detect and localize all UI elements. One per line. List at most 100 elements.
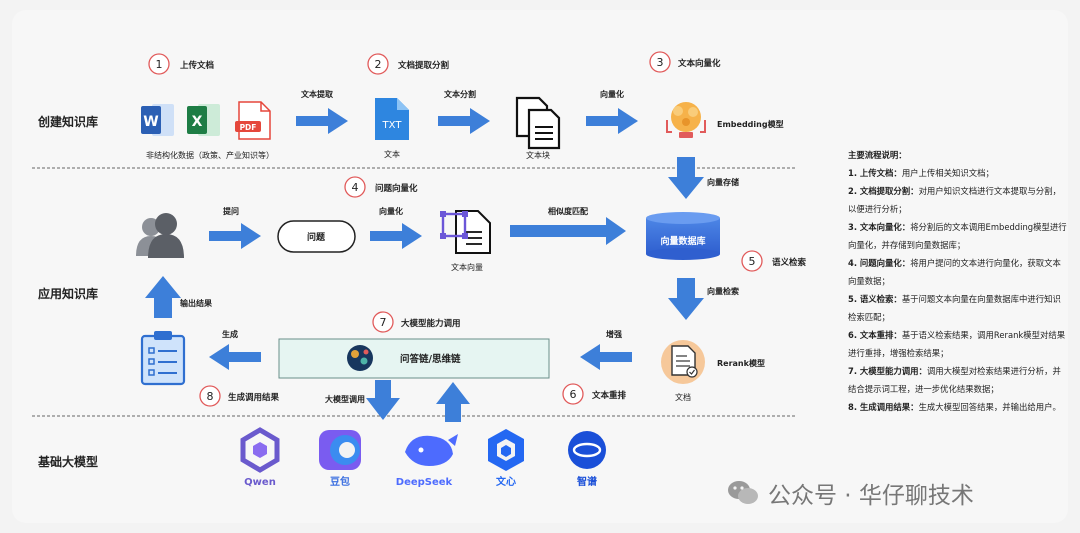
svg-text:W: W xyxy=(143,114,158,130)
doubao-logo-icon xyxy=(319,430,361,470)
retrieve-arrow xyxy=(668,278,704,320)
llm-call-down-arrow xyxy=(366,380,400,420)
model-name-doubao: 豆包 xyxy=(330,475,350,488)
section-apply-label: 应用知识库 xyxy=(38,286,98,301)
clipboard-result-icon xyxy=(140,331,186,386)
step-6-label: 文本重排 xyxy=(592,390,627,401)
store-arrow xyxy=(668,157,704,199)
deepseek-whale-icon xyxy=(405,434,458,466)
step-7-label: 大模型能力调用 xyxy=(401,318,461,329)
docs-caption: 非结构化数据（政策、产业知识等） xyxy=(146,150,274,160)
embedding-brain-icon xyxy=(666,102,706,138)
generate-arrow xyxy=(209,344,261,370)
note-item: 1. 上传文档：用户上传相关知识文档； xyxy=(848,168,994,178)
vectorize-arrow-label: 向量化 xyxy=(600,89,624,99)
step-3-marker: 3 文本向量化 xyxy=(649,51,721,73)
pdf-doc-icon: PDF xyxy=(235,101,271,140)
background-panel xyxy=(12,10,1068,523)
note-item: 6. 文本重排：基于语义检索结果，调用Rerank模型对结果进行重排，增强检索结… xyxy=(848,330,1066,358)
note-item: 2. 文档提取分割：对用户知识文档进行文本提取与分割，以便进行分析； xyxy=(848,186,1061,214)
step-5-marker: 5 语义检索 xyxy=(741,250,807,272)
text-vector-caption: 文本向量 xyxy=(451,262,483,272)
svg-text:4: 4 xyxy=(352,181,359,194)
rerank-caption: Rerank模型 xyxy=(717,358,765,368)
rerank-doc-icon xyxy=(661,340,705,384)
svg-text:3: 3 xyxy=(657,56,664,69)
model-name-qwen: Qwen xyxy=(244,477,276,488)
step-2-marker: 2 文档提取分割 xyxy=(367,53,450,75)
model-name-zhipu: 智谱 xyxy=(577,475,597,488)
llm-return-up-arrow xyxy=(436,382,470,422)
step-4-marker: 4 问题向量化 xyxy=(344,176,418,198)
vector-db-label: 向量数据库 xyxy=(660,235,705,247)
svg-text:2: 2 xyxy=(375,58,382,71)
step-3-label: 文本向量化 xyxy=(678,58,721,69)
wechat-icon xyxy=(728,481,758,504)
ask-arrow xyxy=(209,223,261,249)
model-doubao: 豆包 xyxy=(319,430,361,488)
svg-text:PDF: PDF xyxy=(240,123,257,132)
embedding-caption: Embedding模型 xyxy=(717,119,784,129)
step-4-label: 问题向量化 xyxy=(375,183,418,194)
note-item: 4. 问题向量化：将用户提问的文本进行向量化，获取文本向量数据； xyxy=(848,258,1061,286)
txt-file-icon: TXT xyxy=(375,98,409,140)
qa-chain-box: 问答链/思维链 xyxy=(278,338,550,379)
step-8-label: 生成调用结果 xyxy=(228,392,280,403)
enhance-arrow xyxy=(580,344,632,370)
ask-arrow-label: 提问 xyxy=(223,206,239,216)
chain-label: 问答链/思维链 xyxy=(400,353,461,365)
store-arrow-label: 向量存储 xyxy=(707,177,739,187)
svg-text:8: 8 xyxy=(207,390,214,403)
model-name-deepseek: DeepSeek xyxy=(396,477,453,488)
watermark: 公众号 · 华仔聊技术 xyxy=(726,476,974,510)
split-arrow-label: 文本分割 xyxy=(444,89,476,99)
svg-text:6: 6 xyxy=(570,388,577,401)
watermark-text: 公众号 · 华仔聊技术 xyxy=(768,483,974,509)
section-create-label: 创建知识库 xyxy=(37,114,98,129)
similarity-arrow xyxy=(510,217,626,245)
enhance-arrow-label: 增强 xyxy=(606,329,622,339)
svg-text:1: 1 xyxy=(156,58,163,71)
step-1-marker: 1 上传文档 xyxy=(148,53,215,75)
model-name-wenxin: 文心 xyxy=(496,475,516,488)
text-chunk-icon xyxy=(515,96,561,150)
model-zhipu: 智谱 xyxy=(568,431,606,488)
model-deepseek: DeepSeek xyxy=(396,434,458,488)
note-item: 8. 生成调用结果：生成大模型回答结果，并输出给用户。 xyxy=(848,402,1061,412)
word-doc-icon: W xyxy=(141,104,174,136)
qwen-logo-icon xyxy=(240,427,280,473)
process-notes: 主要流程说明： 1. 上传文档：用户上传相关知识文档； 2. 文档提取分割：对用… xyxy=(848,146,1068,416)
excel-doc-icon: X xyxy=(187,104,220,136)
note-item: 7. 大模型能力调用：调用大模型对检索结果进行分析，并结合提示词工程，进一步优化… xyxy=(848,366,1061,394)
generate-arrow-label: 生成 xyxy=(222,329,238,339)
question-label: 问题 xyxy=(307,231,326,243)
retrieve-arrow-label: 向量检索 xyxy=(707,286,739,296)
extract-arrow-label: 文本提取 xyxy=(301,89,333,99)
vector-database: 向量数据库 xyxy=(646,212,720,260)
llm-call-label: 大模型调用 xyxy=(325,394,365,404)
svg-text:7: 7 xyxy=(380,316,387,329)
model-qwen: Qwen xyxy=(240,427,280,488)
svg-text:X: X xyxy=(192,114,203,130)
svg-text:TXT: TXT xyxy=(382,120,403,131)
doc-caption: 文档 xyxy=(675,392,691,402)
notes-title: 主要流程说明： xyxy=(848,150,907,160)
user-group-icon xyxy=(136,213,184,258)
step-5-label: 语义检索 xyxy=(772,257,807,268)
vectorize-arrow xyxy=(586,108,638,134)
output-arrow-label: 输出结果 xyxy=(180,298,212,308)
note-item: 3. 文本向量化：将分割后的文本调用Embedding模型进行向量化，并存储到向… xyxy=(848,222,1067,250)
step-6-marker: 6 文本重排 xyxy=(562,383,627,405)
step-2-label: 文档提取分割 xyxy=(398,60,450,71)
step-8-marker: 8 生成调用结果 xyxy=(199,385,280,407)
similarity-arrow-label: 相似度匹配 xyxy=(548,206,588,216)
section-base-label: 基础大模型 xyxy=(37,454,98,469)
chunk-caption: 文本块 xyxy=(526,150,550,160)
question-vectorize-label: 向量化 xyxy=(379,206,403,216)
note-item: 5. 语义检索：基于问题文本向量在向量数据库中进行知识检索匹配； xyxy=(848,294,1061,322)
question-vectorize-arrow xyxy=(370,223,422,249)
output-arrow xyxy=(145,276,181,318)
svg-text:5: 5 xyxy=(749,255,756,268)
